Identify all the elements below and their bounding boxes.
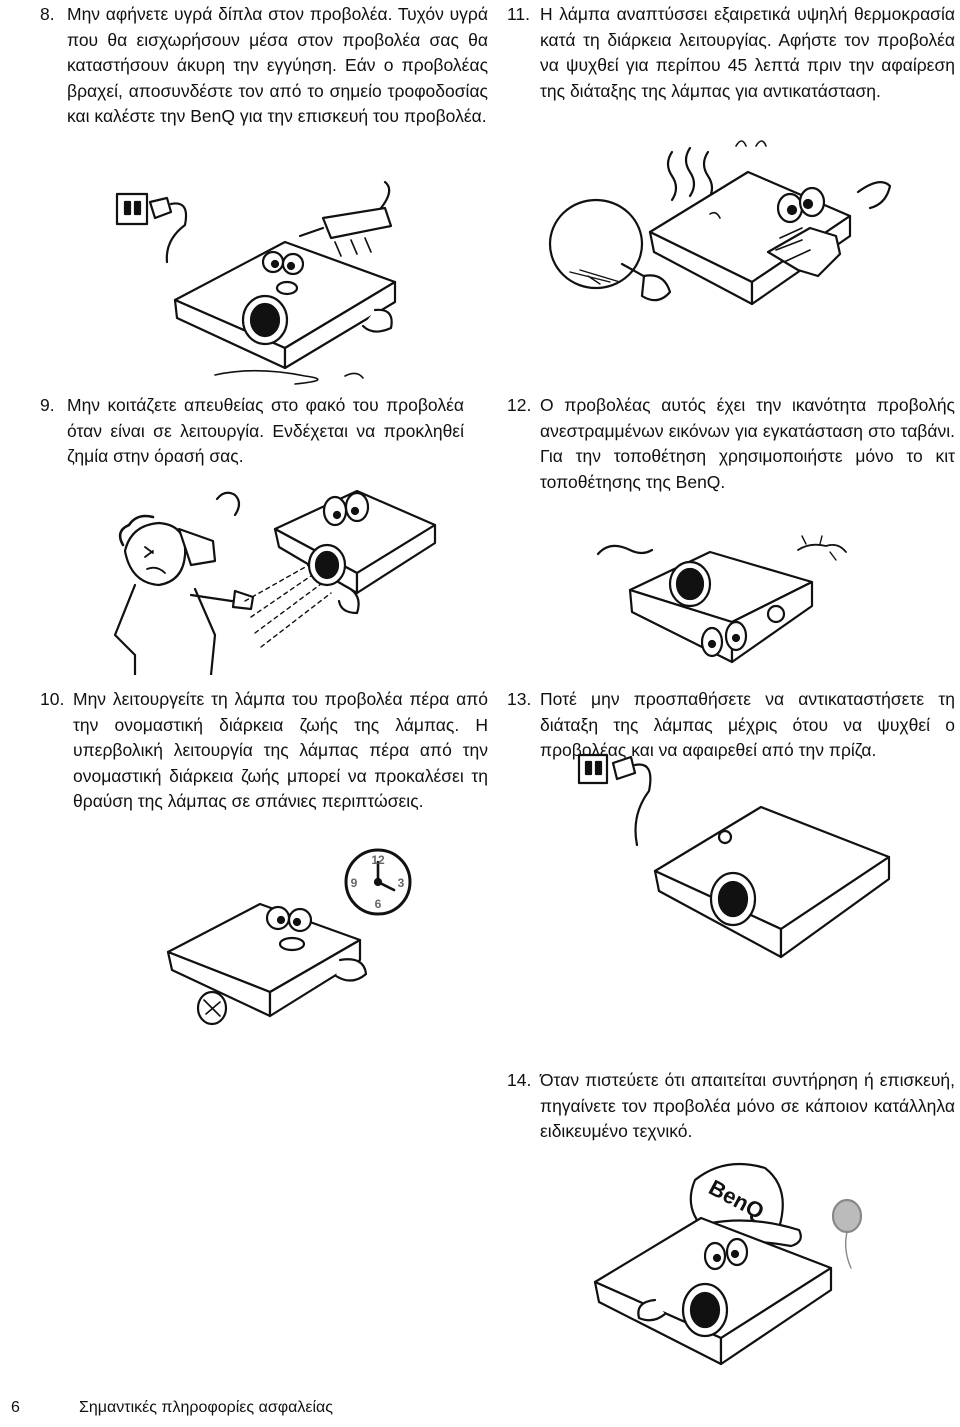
illustration-service: BenQ [555, 1150, 895, 1385]
hand-icon [766, 226, 842, 278]
item-text: Ποτέ μην προσπαθήσετε να αντικαταστήσετε… [540, 689, 955, 761]
item-number: 13. [507, 689, 532, 709]
faucet-icon [298, 180, 393, 257]
item-number: 8. [40, 4, 55, 24]
clock-number-9: 9 [351, 876, 358, 890]
item-text: Ο προβολέας αυτός έχει την ικανότητα προ… [540, 395, 955, 492]
safety-item-13: 13. Ποτέ μην προσπαθήσετε να αντικαταστή… [507, 687, 955, 764]
projector-icon [166, 902, 362, 1026]
illustration-eye-warning [95, 485, 440, 675]
projector-inverted-icon [628, 550, 814, 664]
item-text: Η λάμπα αναπτύσσει εξαιρετικά υψηλή θερμ… [540, 4, 955, 101]
projector-icon [273, 489, 437, 595]
gecko-icon [797, 535, 847, 561]
person-icon [113, 514, 255, 675]
illustration-liquid-spill [95, 180, 425, 385]
item-text: Όταν πιστεύετε ότι απαιτείται συντήρηση … [540, 1070, 955, 1142]
item-text: Μην κοιτάζετε απευθείας στο φακό του προ… [67, 395, 464, 467]
service-cap-icon: BenQ [677, 1162, 802, 1248]
page-number: 6 [11, 1399, 20, 1416]
safety-item-8: 8. Μην αφήνετε υγρά δίπλα στον προβολέα.… [40, 2, 488, 130]
item-number: 9. [40, 395, 55, 415]
item-number: 12. [507, 395, 532, 415]
wall-outlet-icon [115, 192, 149, 226]
safety-item-10: 10. Μην λειτουργείτε τη λάμπα του προβολ… [40, 687, 488, 815]
safety-item-11: 11. Η λάμπα αναπτύσσει εξαιρετικά υψηλή … [507, 2, 955, 104]
section-title: Σημαντικές πληροφορίες ασφαλείας [79, 1399, 333, 1416]
item-text: Μην αφήνετε υγρά δίπλα στον προβολέα. Τυ… [67, 4, 488, 127]
projector-icon [653, 805, 891, 959]
safety-item-12: 12. Ο προβολέας αυτός έχει την ικανότητα… [507, 393, 955, 495]
clock-number-3: 3 [398, 876, 405, 890]
item-number: 11. [507, 4, 531, 24]
illustration-hot-lamp [540, 132, 900, 352]
clock-icon: 12 3 6 9 [344, 848, 412, 916]
safety-item-14: 14. Όταν πιστεύετε ότι απαιτείται συντήρ… [507, 1068, 955, 1145]
safety-item-9: 9. Μην κοιτάζετε απευθείας στο φακό του … [40, 393, 464, 470]
wall-outlet-icon [577, 753, 609, 785]
illustration-lamp-life: 12 3 6 9 [160, 840, 425, 1040]
item-number: 10. [40, 689, 65, 709]
balloon-icon [831, 1198, 863, 1269]
projector-icon [173, 240, 397, 370]
hand-fan-icon [548, 198, 672, 302]
clock-number-6: 6 [375, 897, 382, 911]
heat-waves-icon [666, 140, 767, 202]
page-footer: 6 Σημαντικές πληροφορίες ασφαλείας [11, 1399, 960, 1421]
clock-number-12: 12 [371, 853, 385, 867]
illustration-unplug [575, 745, 900, 975]
illustration-ceiling-mount [590, 530, 870, 680]
item-number: 14. [507, 1070, 532, 1090]
item-text: Μην λειτουργείτε τη λάμπα του προβολέα π… [73, 689, 488, 812]
plug-icon [611, 755, 652, 847]
plug-icon [148, 196, 188, 264]
